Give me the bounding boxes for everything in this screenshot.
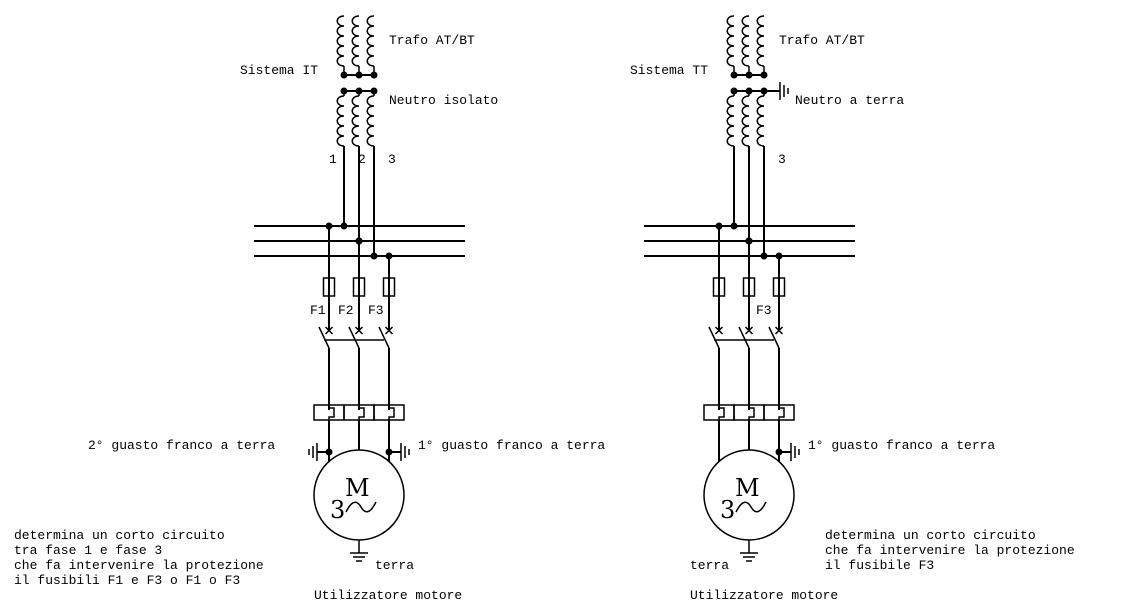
junction-dot xyxy=(730,71,738,79)
fuse-label: F1 xyxy=(310,303,326,318)
junction-dot xyxy=(760,71,768,79)
contact-x xyxy=(354,326,364,335)
caption: Utilizzatore motore xyxy=(314,588,462,603)
transformer-label: Trafo AT/BT xyxy=(779,33,865,48)
system-label: Sistema IT xyxy=(240,63,318,78)
thermal-element xyxy=(778,405,785,420)
switch-blade xyxy=(768,326,780,349)
junction-dot xyxy=(340,222,348,230)
switch-blade xyxy=(318,326,330,349)
fuse xyxy=(352,277,366,297)
earth-label: terra xyxy=(375,558,414,573)
junction-dot xyxy=(370,71,378,79)
switch-blade xyxy=(378,326,390,349)
junction-dot xyxy=(745,71,753,79)
neutral-label: Neutro isolato xyxy=(389,93,498,108)
fuse xyxy=(742,277,756,297)
fault-label: 1° guasto franco a terra xyxy=(418,438,605,453)
system-label: Sistema TT xyxy=(630,63,708,78)
contact-x xyxy=(714,326,724,335)
thermal-element xyxy=(358,405,365,420)
ac-wave-icon xyxy=(735,501,767,513)
fuse-label: F3 xyxy=(368,303,384,318)
fuse xyxy=(382,277,396,297)
motor-phases: 3 xyxy=(330,496,345,524)
winding-coil xyxy=(351,15,360,67)
junction-dot xyxy=(340,71,348,79)
note-line: il fusibile F3 xyxy=(825,558,934,573)
transformer-primary xyxy=(726,15,768,79)
contact-x xyxy=(774,326,784,335)
switch-blade xyxy=(348,326,360,349)
contact-x xyxy=(324,326,334,335)
fuse xyxy=(772,277,786,297)
switch-blade xyxy=(738,326,750,349)
motor-symbol: M xyxy=(345,474,370,502)
winding-coil xyxy=(741,15,750,67)
winding-coil xyxy=(336,95,345,147)
motor-phases: 3 xyxy=(720,496,735,524)
note-line: che fa intervenire la protezione xyxy=(825,543,1075,558)
phase-label: 1 xyxy=(329,152,337,167)
ac-wave-icon xyxy=(345,501,377,513)
phase-label: 3 xyxy=(388,152,396,167)
phase-label: 2 xyxy=(358,152,366,167)
note-line: che fa intervenire la protezione xyxy=(14,558,264,573)
winding-coil xyxy=(366,15,375,67)
thermal-element xyxy=(718,405,725,420)
junction-dot xyxy=(760,252,768,260)
note-line: tra fase 1 e fase 3 xyxy=(14,543,162,558)
thermal-element xyxy=(328,405,335,420)
winding-coil xyxy=(756,95,765,147)
contact-x xyxy=(384,326,394,335)
junction-dot xyxy=(370,252,378,260)
fuse-label: F3 xyxy=(756,303,772,318)
winding-coil xyxy=(336,15,345,67)
phase-label: 3 xyxy=(778,152,786,167)
winding-coil xyxy=(366,95,375,147)
winding-coil xyxy=(726,15,735,67)
earth-label: terra xyxy=(690,558,729,573)
contact-x xyxy=(744,326,754,335)
transformer-secondary xyxy=(726,82,789,147)
fuse xyxy=(322,277,336,297)
fuse-label: F2 xyxy=(338,303,354,318)
thermal-element xyxy=(748,405,755,420)
transformer-secondary xyxy=(336,87,378,147)
junction-dot xyxy=(730,222,738,230)
junction-dot xyxy=(355,71,363,79)
winding-coil xyxy=(351,95,360,147)
note-line: determina un corto circuito xyxy=(825,528,1036,543)
note-line: determina un corto circuito xyxy=(14,528,225,543)
winding-coil xyxy=(741,95,750,147)
motor-symbol: M xyxy=(735,474,760,502)
winding-coil xyxy=(726,95,735,147)
neutral-label: Neutro a terra xyxy=(795,93,904,108)
transformer-primary xyxy=(336,15,378,79)
caption: Utilizzatore motore xyxy=(690,588,838,603)
fault-label: 1° guasto franco a terra xyxy=(808,438,995,453)
fuse xyxy=(712,277,726,297)
winding-coil xyxy=(756,15,765,67)
transformer-label: Trafo AT/BT xyxy=(389,33,475,48)
switch-blade xyxy=(708,326,720,349)
fault-label: 2° guasto franco a terra xyxy=(88,438,275,453)
thermal-element xyxy=(388,405,395,420)
note-line: il fusibili F1 e F3 o F1 o F3 xyxy=(14,573,240,588)
